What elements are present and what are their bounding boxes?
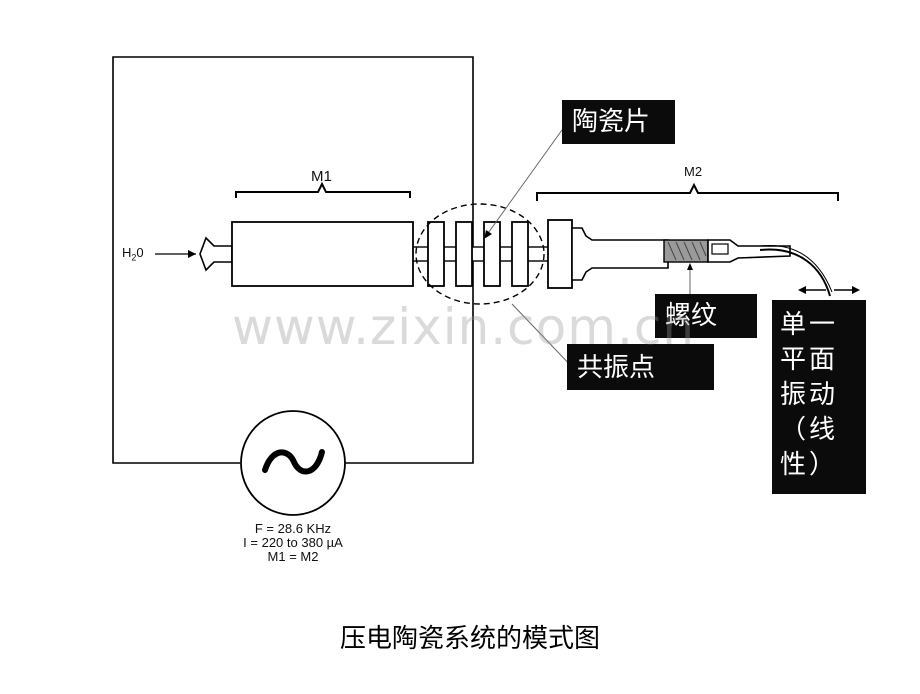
thread-leader-arrow xyxy=(687,263,693,270)
thread-label: 螺纹 xyxy=(655,294,757,338)
ceramic-leader-arrow xyxy=(484,230,492,239)
ceramic-plate-4 xyxy=(511,221,529,287)
circuit-frame xyxy=(112,56,474,464)
vibration-arrowhead-left xyxy=(798,286,806,294)
thread-hatch xyxy=(667,241,707,261)
ceramic-leader-line xyxy=(485,129,563,237)
h2o-arrow-head xyxy=(188,250,196,258)
h2o-label: H20 xyxy=(122,245,144,263)
ceramic-plate-1 xyxy=(427,221,445,287)
ceramic-plate-3 xyxy=(483,221,501,287)
single-plane-line-5: 性） xyxy=(780,450,839,480)
single-plane-line-4: （线 xyxy=(780,415,839,445)
vibration-arrowhead-right xyxy=(852,286,860,294)
curved-tip-inner xyxy=(759,244,833,293)
resonance-ellipse xyxy=(415,203,545,305)
single-plane-line-2: 平面 xyxy=(780,345,839,375)
m1-brace xyxy=(235,181,411,198)
watermark: www.zixin.com.cn xyxy=(232,298,696,356)
figure-caption: 压电陶瓷系统的模式图 xyxy=(339,624,600,654)
resonance-point-label: 共振点 xyxy=(567,344,714,390)
param-mass: M1 = M2 xyxy=(267,549,319,564)
water-outlet-head xyxy=(199,236,233,272)
m2-block xyxy=(547,219,573,289)
source-params: F = 28.6 KHz I = 220 to 380 µA M1 = M2 xyxy=(220,522,366,564)
ac-wave-icon xyxy=(262,449,325,475)
thread-section xyxy=(663,239,709,263)
ceramic-plate-label: 陶瓷片 xyxy=(562,100,675,144)
single-plane-line-3: 振动 xyxy=(780,380,839,410)
param-current: I = 220 to 380 µA xyxy=(243,535,343,550)
single-plane-vibration-label: 单一 平面 振动 （线 性） xyxy=(772,300,866,494)
m2-brace xyxy=(536,182,839,201)
param-frequency: F = 28.6 KHz xyxy=(254,521,332,536)
curved-tip xyxy=(759,248,831,297)
ceramic-plate-2 xyxy=(455,221,473,287)
resonance-leader-line xyxy=(511,303,576,371)
m1-cylinder xyxy=(231,221,414,287)
m2-label: M2 xyxy=(684,164,703,179)
tip-slot xyxy=(711,243,729,255)
single-plane-line-1: 单一 xyxy=(780,310,839,340)
horn-body xyxy=(571,227,669,281)
m1-label: M1 xyxy=(311,168,332,185)
